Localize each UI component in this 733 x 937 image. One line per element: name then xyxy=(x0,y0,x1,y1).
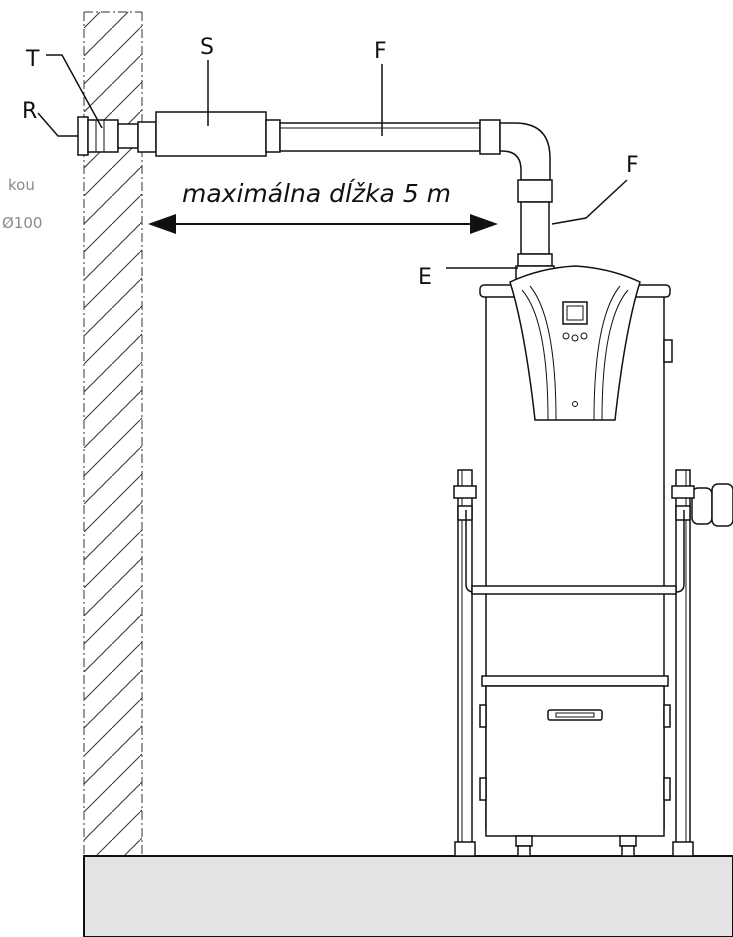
label-t: T xyxy=(25,47,40,72)
wall xyxy=(83,11,143,857)
horizontal-pipe-f xyxy=(279,119,501,155)
floor xyxy=(83,855,733,937)
stand-frame xyxy=(453,469,695,857)
wheels xyxy=(515,835,637,857)
label-e: E xyxy=(418,265,432,290)
dimension-label: maximálna dĺžka 5 m xyxy=(182,179,451,208)
leader-lines xyxy=(37,54,628,269)
silencer-s xyxy=(137,111,281,157)
label-f-right: F xyxy=(626,153,639,178)
side-text-line-2: Ø100 xyxy=(2,214,42,232)
label-f-top: F xyxy=(374,39,387,64)
label-r: R xyxy=(22,99,37,124)
label-s: S xyxy=(200,35,214,60)
elbow-vertical-pipe-f xyxy=(499,122,555,281)
side-text-line-1: kou xyxy=(8,176,35,194)
appliance xyxy=(479,265,733,837)
